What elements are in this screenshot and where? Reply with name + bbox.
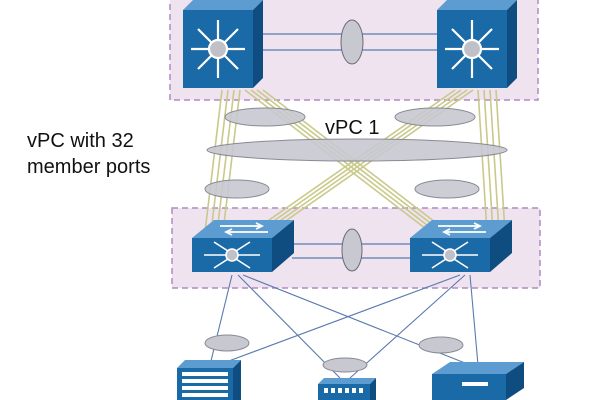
vpc-peer-label: vPC 1 [325,117,380,139]
core-switch-icon [445,20,499,78]
bundle-ellipse-top-right [394,107,476,127]
core-switch-left [183,0,263,88]
downlink-ellipses [204,334,464,373]
switch-small [318,378,376,400]
core-switch-icon [191,20,245,78]
blade-server [177,360,241,400]
access-switch-right [410,220,512,272]
core-peer-ellipse [340,19,364,65]
core-peer-link [263,19,438,65]
access-peer-ellipse [341,228,363,272]
core-switch-right [437,0,517,88]
vpc-members-label: vPC with 32 member ports [27,128,150,180]
switch-hub-icon [204,241,260,269]
bundle-ellipse-bottom-left [204,179,270,199]
access-peer-link [292,228,412,272]
uplink-right-straight [477,89,506,233]
bundle-ellipses [204,107,508,199]
switch-arrows-icon [220,222,268,236]
downlink-ellipse-right [418,336,464,354]
bundle-ellipse-bottom-right [414,179,480,199]
switch-hub-icon [422,241,478,269]
switch-arrows-icon [438,222,486,236]
access-switch-left [192,220,294,272]
bundle-ellipse-middle [206,138,508,162]
bundle-ellipse-top-left [224,107,306,127]
downlink-ellipse-left [204,334,250,352]
vpc-members-label-line2: member ports [27,156,151,178]
vpc-members-label-line1: vPC with 32 [27,130,134,152]
downlink-ellipse-center [322,357,368,373]
appliance [432,362,524,400]
